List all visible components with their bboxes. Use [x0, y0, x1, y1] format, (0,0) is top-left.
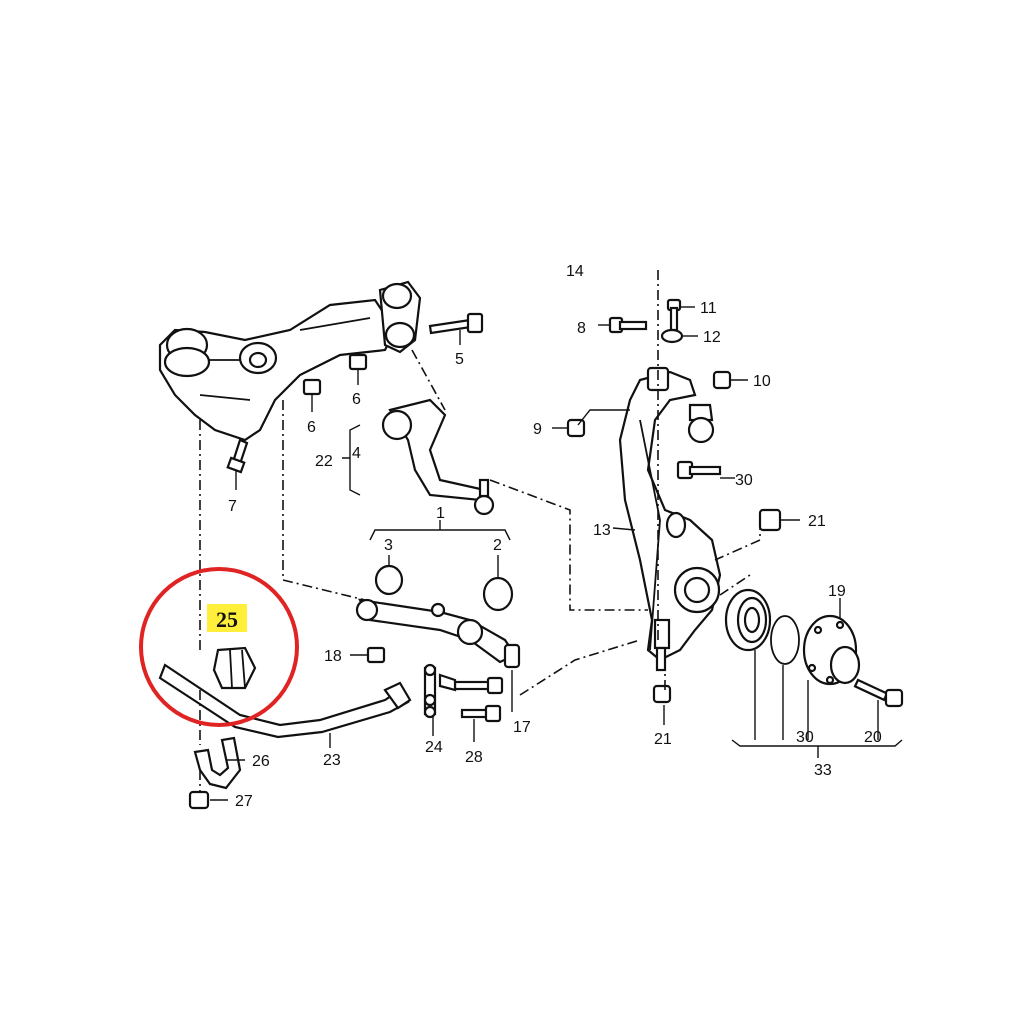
- bolt-8: [608, 316, 648, 334]
- steering-knuckle-13: [618, 366, 722, 662]
- clamp-26: [193, 736, 242, 790]
- callout-33: 33: [814, 762, 832, 779]
- wheel-hub-19: [802, 614, 861, 686]
- nut-21a: [758, 508, 782, 532]
- callout-27: 27: [235, 793, 253, 810]
- nut-6a: [302, 378, 322, 396]
- callout-21a: 21: [808, 513, 826, 530]
- callout-10: 10: [753, 373, 771, 390]
- link-24: [423, 663, 437, 719]
- hub-bolt-20: [853, 678, 904, 708]
- callout-23: 23: [323, 752, 341, 769]
- callout-13: 13: [593, 522, 611, 539]
- callout-3: 3: [384, 537, 393, 554]
- callout-20: 20: [864, 729, 882, 746]
- callout-22: 22: [315, 453, 333, 470]
- callout-30a: 30: [735, 472, 753, 489]
- callout-26: 26: [252, 753, 270, 770]
- nut-27: [188, 790, 210, 810]
- callout-6a: 6: [307, 419, 316, 436]
- nut-9: [566, 418, 586, 438]
- callout-11: 11: [700, 300, 717, 317]
- bolt-28a: [453, 676, 504, 695]
- circlip-30: [770, 615, 800, 665]
- nut-10: [712, 370, 732, 390]
- highlight-label-background: [207, 604, 247, 632]
- nut-6b: [348, 353, 368, 371]
- upper-ball-joint: [687, 403, 715, 444]
- callout-19: 19: [828, 583, 846, 600]
- link-bracket: [438, 673, 457, 692]
- bracket-33: [731, 739, 903, 758]
- subframe: [158, 280, 422, 442]
- bracket-22: [342, 424, 361, 496]
- callout-30b: 30: [796, 729, 814, 746]
- callout-12: 12: [703, 329, 721, 346]
- nut-18: [366, 646, 386, 664]
- callout-17: 17: [513, 719, 531, 736]
- callout-28: 28: [465, 749, 483, 766]
- callout-2: 2: [493, 537, 502, 554]
- bolt-11: [666, 298, 682, 332]
- bush-25: [212, 646, 257, 690]
- bolt-30: [676, 460, 722, 480]
- callout-6b: 6: [352, 391, 361, 408]
- washer-12: [660, 328, 684, 344]
- bracket-1: [369, 520, 511, 541]
- callout-14: 14: [566, 263, 584, 280]
- bolt-28b: [460, 704, 502, 723]
- bolt-7: [226, 438, 249, 474]
- callout-8: 8: [577, 320, 586, 337]
- upper-arm-22: [381, 398, 495, 516]
- callout-21b: 21: [654, 731, 672, 748]
- red-highlight-circle: [139, 567, 299, 727]
- highlighted-part-label-25: 25: [216, 607, 238, 632]
- callout-1: 1: [436, 505, 445, 522]
- callout-7: 7: [228, 498, 237, 515]
- callout-9: 9: [533, 421, 542, 438]
- callout-4: 4: [352, 445, 361, 462]
- stabiliser-bar-23: [158, 663, 412, 739]
- lower-arm: [355, 598, 521, 669]
- tie-rod-end: [653, 618, 671, 672]
- bush-2: [482, 576, 514, 612]
- nut-21b: [652, 684, 672, 704]
- callout-18: 18: [324, 648, 342, 665]
- bolt-5: [428, 312, 484, 335]
- wheel-bearing: [724, 588, 772, 652]
- bush-3: [374, 564, 404, 596]
- callout-24: 24: [425, 739, 443, 756]
- callout-5: 5: [455, 351, 464, 368]
